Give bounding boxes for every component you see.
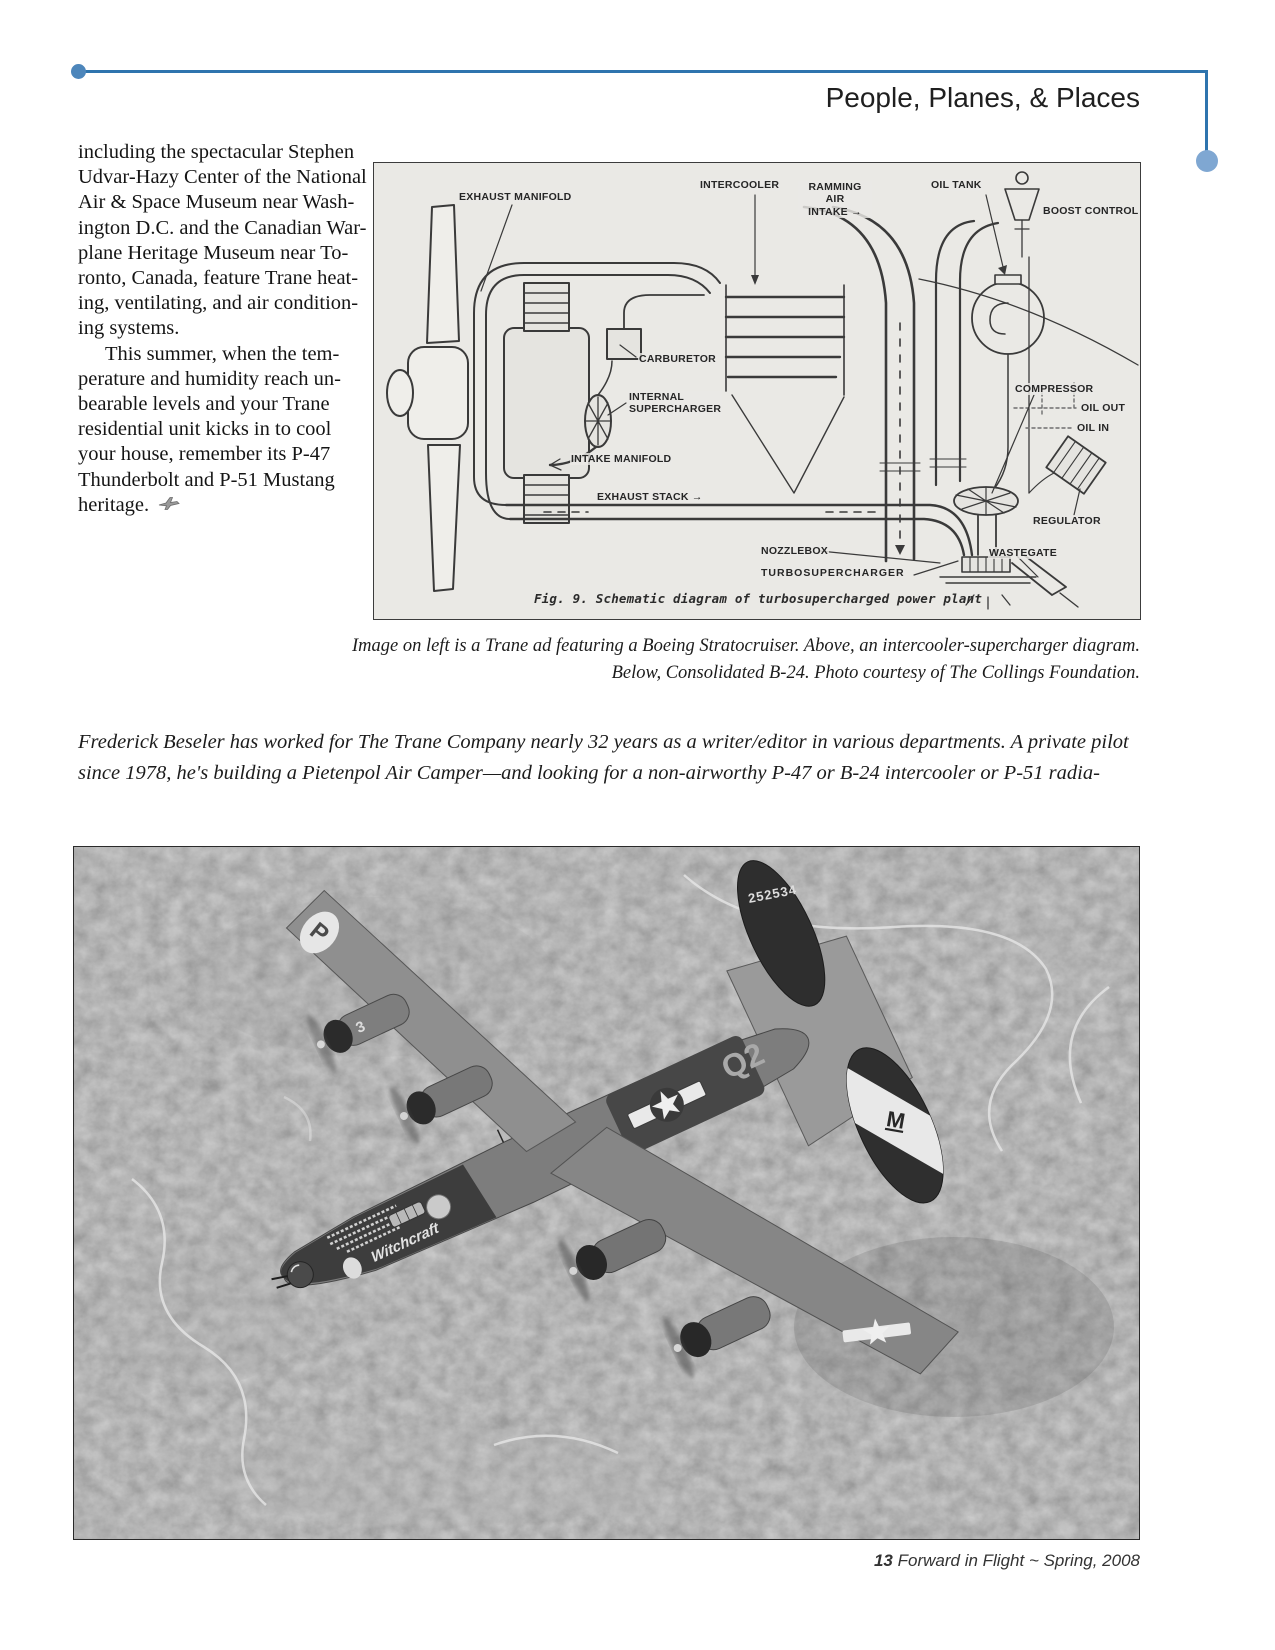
- accent-dot-bottom: [1196, 150, 1218, 172]
- turbosupercharger-schematic-figure: EXHAUST MANIFOLD INTERCOOLER RAMMING AIR…: [373, 162, 1141, 620]
- article-line: ronto, Canada, feature Trane heat-: [78, 267, 359, 290]
- wing-marking-disc: P: [299, 911, 340, 954]
- wing-insignia: [842, 1318, 911, 1345]
- photo-caption: Image on left is a Trane ad featuring a …: [78, 633, 1140, 687]
- accent-dot-left: [71, 64, 86, 79]
- label-exhaust-stack: EXHAUST STACK →: [596, 491, 704, 504]
- article-line: your house, remember its P-47: [78, 443, 331, 466]
- article-line: including the spectacular Stephen: [78, 141, 355, 163]
- page-footer: 13 Forward in Flight ~ Spring, 2008: [600, 1551, 1140, 1571]
- photo-caption-line: Below, Consolidated B-24. Photo courtesy…: [611, 663, 1140, 683]
- page-number: 13: [873, 1551, 893, 1570]
- label-intake-manifold: INTAKE MANIFOLD: [570, 453, 673, 466]
- label-ramming-air-intake: RAMMING AIR INTAKE →: [798, 181, 872, 219]
- footer-title: Forward in Flight ~ Spring, 2008: [897, 1551, 1140, 1570]
- article-line: residential unit kicks in to cool: [78, 418, 332, 441]
- article-line: ing systems.: [78, 317, 180, 340]
- author-note-line: since 1978, he's building a Pietenpol Ai…: [78, 762, 1100, 784]
- label-exhaust-manifold: EXHAUST MANIFOLD: [458, 191, 573, 204]
- article-text-column: including the spectacular Stephen Udvar-…: [78, 140, 378, 518]
- label-oil-tank: OIL TANK: [930, 179, 983, 192]
- b24-aerial-photo: 252534 M: [73, 846, 1140, 1540]
- figure-caption: Fig. 9. Schematic diagram of turbosuperc…: [533, 591, 983, 606]
- article-line: ington D.C. and the Canadian War-: [78, 216, 367, 239]
- fin-marking: M: [885, 1106, 907, 1134]
- photo-caption-line: Image on left is a Trane ad featuring a …: [351, 636, 1140, 656]
- engines: 3: [307, 993, 771, 1379]
- left-tail-fin: 252534: [737, 860, 826, 1007]
- label-oil-out: OIL OUT: [1080, 402, 1127, 415]
- label-internal-supercharger: INTERNAL SUPERCHARGER: [628, 391, 723, 416]
- label-carburetor: CARBURETOR: [638, 353, 717, 366]
- article-line: bearable levels and your Trane: [78, 393, 330, 416]
- label-compressor: COMPRESSOR: [1014, 383, 1095, 396]
- article-line: perature and humidity reach un-: [78, 367, 341, 390]
- right-tail-fin: M: [826, 1047, 964, 1204]
- header-accent-line: [84, 70, 1205, 73]
- label-oil-in: OIL IN: [1076, 422, 1111, 435]
- article-last-line: heritage.: [78, 493, 378, 518]
- label-nozzlebox: NOZZLEBOX: [760, 545, 829, 558]
- author-note-line: Frederick Beseler has worked for The Tra…: [78, 731, 1129, 753]
- article-line: Udvar-Hazy Center of the National: [78, 166, 367, 189]
- label-wastegate: WASTEGATE: [988, 547, 1058, 560]
- label-boost-control: BOOST CONTROL: [1042, 205, 1140, 218]
- article-line: plane Heritage Museum near To-: [78, 241, 349, 264]
- article-line: Thunderbolt and P-51 Mustang: [78, 468, 335, 491]
- label-intercooler: INTERCOOLER: [699, 179, 781, 192]
- fuselage-insignia: [627, 1080, 707, 1129]
- b24-aircraft: 252534 M: [271, 860, 964, 1379]
- schematic-drawing: [386, 171, 1139, 610]
- article-line: This summer, when the tem-: [105, 342, 340, 365]
- article-line: ing, ventilating, and air condition-: [78, 292, 359, 315]
- author-note: Frederick Beseler has worked for The Tra…: [78, 727, 1144, 789]
- label-turbosupercharger: TURBOSUPERCHARGER: [760, 567, 906, 580]
- label-regulator: REGULATOR: [1032, 515, 1102, 528]
- article-line: Air & Space Museum near Wash-: [78, 191, 355, 214]
- page-title: People, Planes, & Places: [825, 82, 1140, 113]
- header-accent-line-vertical: [1205, 70, 1208, 155]
- end-of-article-plane-icon: [157, 493, 181, 518]
